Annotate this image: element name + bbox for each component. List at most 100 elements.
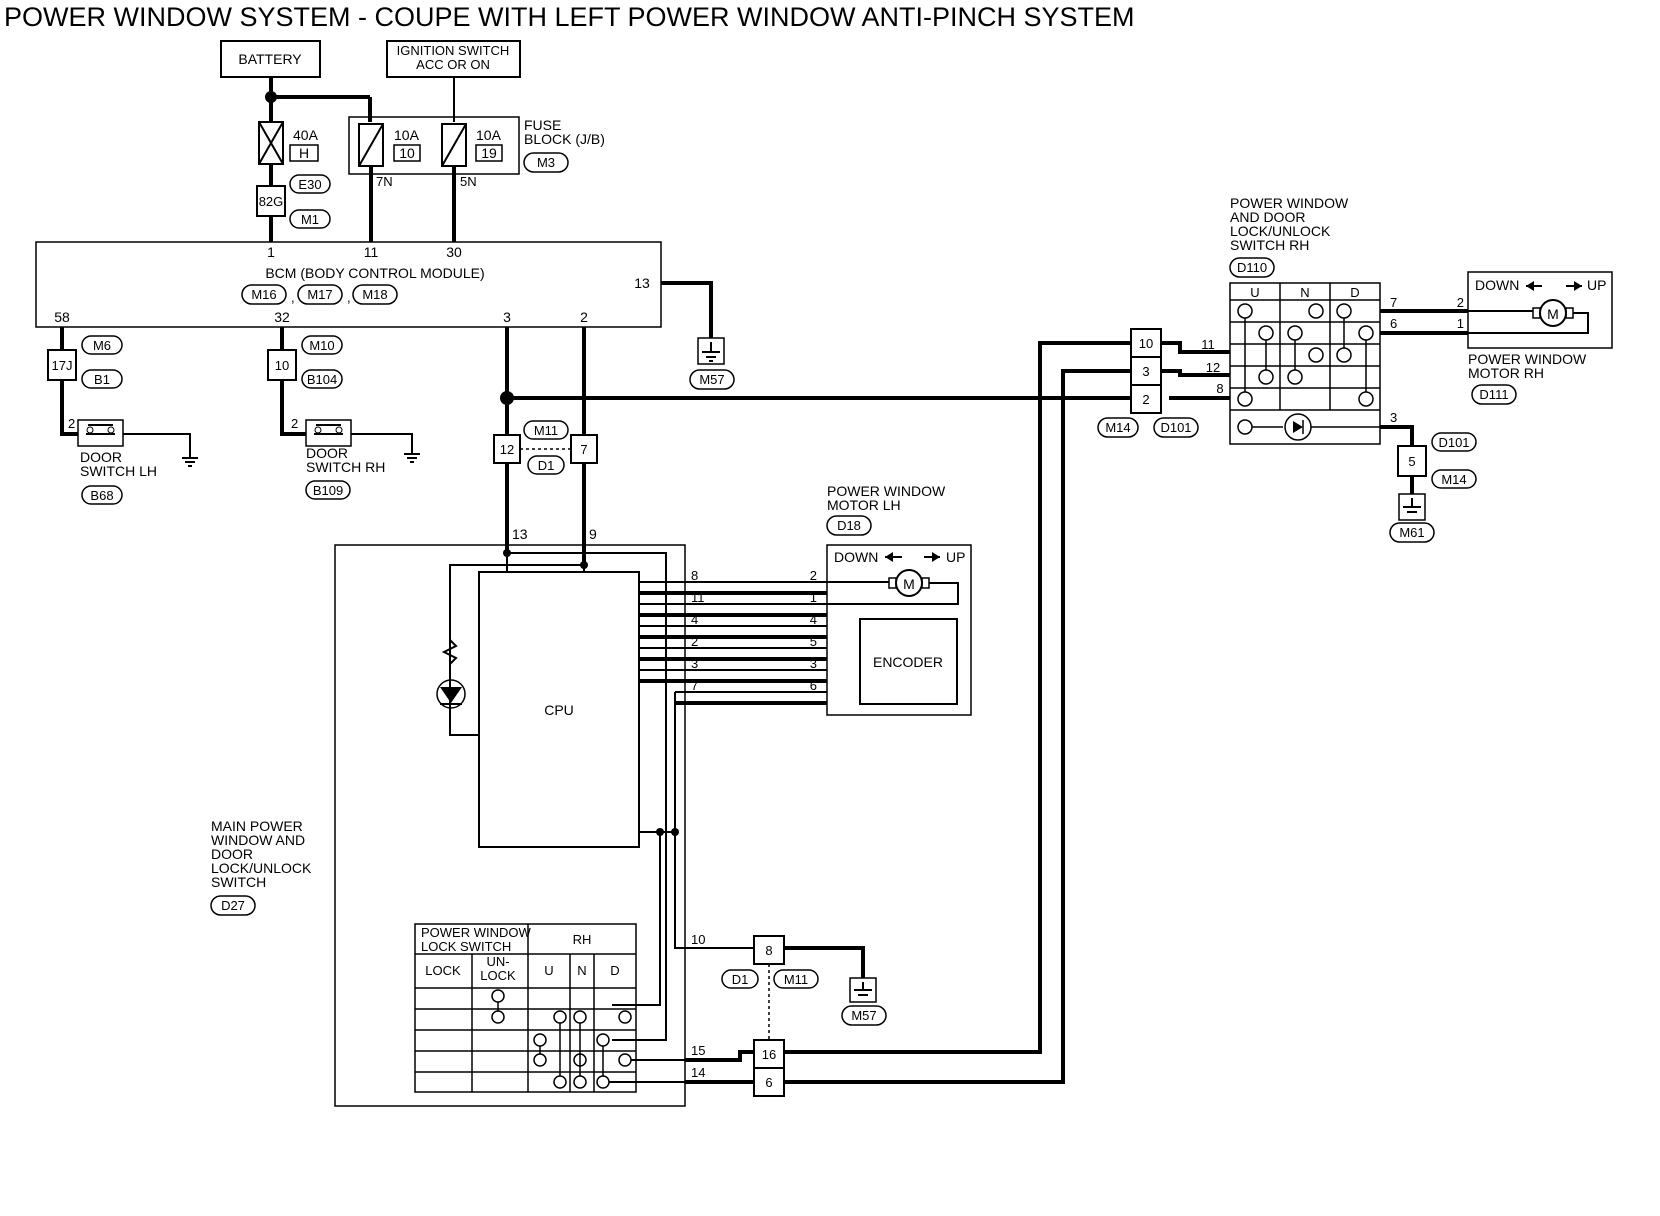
svg-text:UP: UP <box>946 549 965 565</box>
svg-text:7: 7 <box>1390 295 1397 310</box>
svg-text:,: , <box>347 290 351 305</box>
connector-d18: D18 <box>837 518 861 533</box>
svg-text:4: 4 <box>691 612 698 627</box>
svg-text:10: 10 <box>399 145 415 161</box>
svg-text:B104: B104 <box>307 372 337 387</box>
svg-text:AND DOOR: AND DOOR <box>1230 209 1305 225</box>
svg-text:RH: RH <box>573 932 592 947</box>
svg-text:8: 8 <box>765 943 772 958</box>
svg-text:15: 15 <box>691 1043 705 1058</box>
main-switch-box: MAIN POWER WINDOW AND DOOR LOCK/UNLOCK S… <box>210 544 686 1107</box>
svg-text:5: 5 <box>810 634 817 649</box>
svg-text:POWER WINDOW: POWER WINDOW <box>421 925 531 940</box>
svg-text:U: U <box>1250 285 1259 300</box>
svg-text:30: 30 <box>446 244 462 260</box>
svg-text:13: 13 <box>634 275 650 291</box>
svg-text:D: D <box>610 963 619 978</box>
svg-text:12: 12 <box>1206 360 1220 375</box>
svg-text:D101: D101 <box>1438 435 1469 450</box>
svg-text:LOCK: LOCK <box>425 963 461 978</box>
motor-lh-wiring: 8 11 4 2 3 7 2 1 4 5 3 6 <box>639 568 827 833</box>
svg-text:2: 2 <box>1457 295 1464 310</box>
terminal-82g: 82G <box>259 194 284 209</box>
svg-text:2: 2 <box>810 568 817 583</box>
ignition-label: IGNITION SWITCH <box>397 43 510 58</box>
svg-text:9: 9 <box>589 526 597 542</box>
svg-text:M14: M14 <box>1105 420 1130 435</box>
svg-text:3: 3 <box>1390 410 1397 425</box>
svg-text:10A: 10A <box>394 127 420 143</box>
connector-m3: M3 <box>537 155 555 170</box>
svg-text:MAIN POWER: MAIN POWER <box>211 818 303 834</box>
svg-text:10: 10 <box>691 932 705 947</box>
svg-text:LOCK/UNLOCK: LOCK/UNLOCK <box>1230 223 1331 239</box>
svg-text:LOCK/UNLOCK: LOCK/UNLOCK <box>211 860 312 876</box>
svg-text:11: 11 <box>691 590 705 605</box>
svg-text:D1: D1 <box>732 972 749 987</box>
svg-text:7: 7 <box>691 678 698 693</box>
connector-m1: M1 <box>301 212 319 227</box>
svg-text:7N: 7N <box>376 174 393 189</box>
svg-text:LOCK SWITCH: LOCK SWITCH <box>421 939 511 954</box>
svg-text:19: 19 <box>481 145 497 161</box>
svg-text:POWER WINDOW: POWER WINDOW <box>827 483 946 499</box>
svg-text:MOTOR RH: MOTOR RH <box>1468 365 1544 381</box>
ignition-state: ACC OR ON <box>416 57 490 72</box>
svg-text:UP: UP <box>1587 277 1606 293</box>
svg-text:DOOR: DOOR <box>306 445 348 461</box>
door-switch-lh: DOOR SWITCH LH B68 <box>77 419 198 505</box>
svg-text:DOWN: DOWN <box>1475 277 1519 293</box>
fuse-block-label: FUSE <box>524 117 561 133</box>
svg-text:D101: D101 <box>1160 420 1191 435</box>
svg-text:D: D <box>1350 285 1359 300</box>
connector-d27: D27 <box>221 898 245 913</box>
svg-text:DOWN: DOWN <box>834 549 878 565</box>
motor-lh: POWER WINDOW MOTOR LH D18 DOWN UP M ENCO… <box>826 483 972 716</box>
svg-text:M14: M14 <box>1441 472 1466 487</box>
svg-text:6: 6 <box>1390 316 1397 331</box>
svg-text:M6: M6 <box>93 338 111 353</box>
svg-text:N: N <box>1300 285 1309 300</box>
svg-text:10: 10 <box>275 358 289 373</box>
connector-stack-m14-d101: 10 3 2 M14 D101 <box>1097 328 1199 438</box>
connector-d110: D110 <box>1237 260 1267 275</box>
svg-text:11: 11 <box>1201 337 1215 352</box>
svg-text:WINDOW AND: WINDOW AND <box>211 832 305 848</box>
svg-text:DOOR: DOOR <box>80 449 122 465</box>
connector-b109: B109 <box>313 483 343 498</box>
svg-text:SWITCH RH: SWITCH RH <box>306 459 385 475</box>
cpu-label: CPU <box>544 702 574 718</box>
svg-text:MOTOR LH: MOTOR LH <box>827 497 901 513</box>
svg-text:N: N <box>577 963 586 978</box>
svg-text:1: 1 <box>267 244 275 260</box>
svg-text:H: H <box>299 145 309 161</box>
battery-label: BATTERY <box>238 51 302 67</box>
svg-text:M11: M11 <box>534 423 558 438</box>
svg-text:3: 3 <box>1142 364 1149 379</box>
svg-text:,: , <box>291 290 295 305</box>
svg-text:7: 7 <box>580 442 587 457</box>
svg-text:16: 16 <box>762 1047 776 1062</box>
svg-text:5N: 5N <box>460 174 477 189</box>
connector-m61: M61 <box>1399 525 1424 540</box>
svg-text:D1: D1 <box>538 458 555 473</box>
svg-text:M: M <box>1547 306 1559 322</box>
svg-text:DOOR: DOOR <box>211 846 253 862</box>
svg-text:3: 3 <box>503 309 511 325</box>
svg-text:2: 2 <box>1142 392 1149 407</box>
rh-switch: POWER WINDOW AND DOOR LOCK/UNLOCK SWITCH… <box>1229 195 1381 445</box>
connector-d111: D111 <box>1479 387 1508 402</box>
motor-rh: DOWN UP M 2 1 POWER WINDOW MOTOR RH D111 <box>1457 271 1613 405</box>
svg-text:58: 58 <box>54 309 70 325</box>
svg-text:M11: M11 <box>784 972 808 987</box>
svg-text:SWITCH LH: SWITCH LH <box>80 463 157 479</box>
door-switch-rh: DOOR SWITCH RH B109 <box>305 419 420 500</box>
svg-text:40A: 40A <box>293 127 319 143</box>
svg-text:SWITCH RH: SWITCH RH <box>1230 237 1309 253</box>
svg-text:5: 5 <box>1408 454 1415 469</box>
svg-text:M17: M17 <box>307 287 332 302</box>
svg-text:POWER WINDOW: POWER WINDOW <box>1468 351 1587 367</box>
svg-text:4: 4 <box>810 612 817 627</box>
svg-text:3: 3 <box>691 656 698 671</box>
